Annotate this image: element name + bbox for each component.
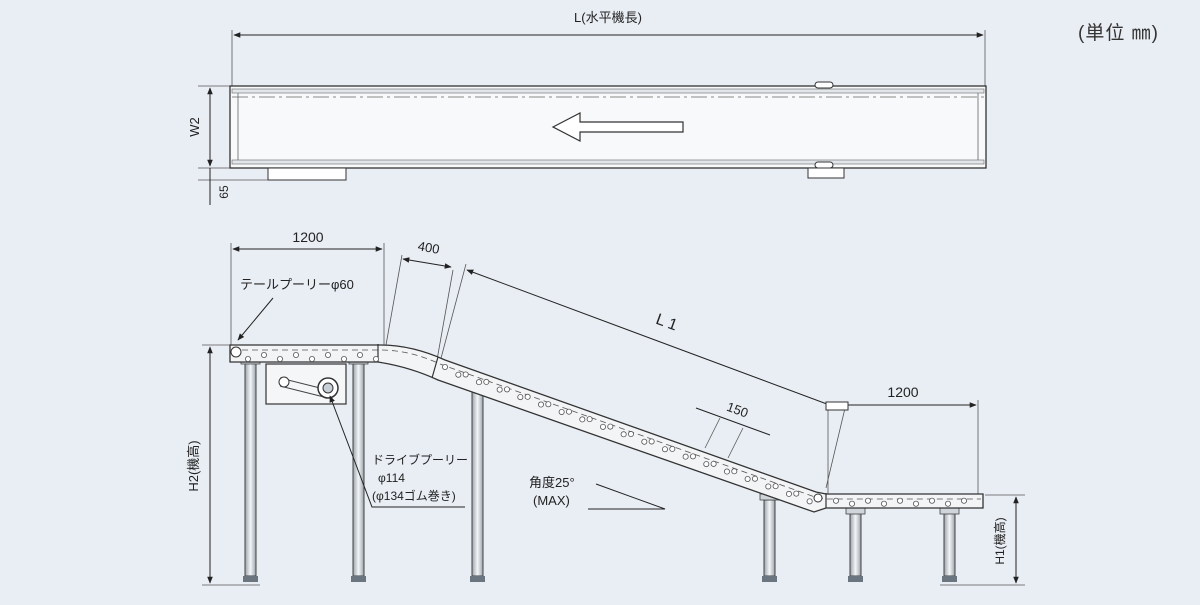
roller-mark <box>565 408 572 415</box>
top-view: L(水平機長) W2 65 <box>187 10 987 205</box>
roller-mark <box>620 431 627 438</box>
roller-mark <box>682 453 689 460</box>
incline-length-dimension <box>466 269 844 411</box>
roller-mark <box>710 460 717 467</box>
roller-mark <box>913 500 920 507</box>
roller-mark <box>276 355 283 362</box>
roller-mark <box>455 371 462 378</box>
roller-marks <box>244 351 968 507</box>
roller-mark <box>945 500 952 507</box>
roller-mark <box>260 351 267 358</box>
left-length-label: 1200 <box>292 229 323 245</box>
incline-length-label: L 1 <box>653 311 679 334</box>
roller-mark <box>751 475 758 482</box>
roller-mark <box>897 497 904 504</box>
tail-pulley-label: テールプーリーφ60 <box>240 277 354 292</box>
roller-mark <box>441 363 448 370</box>
roller-mark <box>340 355 347 362</box>
roller-mark <box>356 351 363 358</box>
roller-mark <box>806 498 813 505</box>
roller-mark <box>772 483 779 490</box>
direction-arrow-icon <box>551 112 684 142</box>
roller-mark <box>661 446 668 453</box>
h2-label: H2(機高) <box>186 440 201 491</box>
angle-label-2: (MAX) <box>533 493 570 508</box>
drive-pulley-label-2: φ114 <box>378 471 405 485</box>
pitch-label: 150 <box>725 399 751 421</box>
roller-mark <box>503 386 510 393</box>
right-length-label: 1200 <box>887 384 918 400</box>
unit-label: (単位 ㎜) <box>1078 23 1159 44</box>
roller-mark <box>929 497 936 504</box>
roller-mark <box>744 475 751 482</box>
roller-mark <box>599 423 606 430</box>
roller-mark <box>496 386 503 393</box>
angle-label-1: 角度25° <box>529 475 575 490</box>
roller-mark <box>292 351 299 358</box>
side-view: 1200 400 L 1 150 1200 H2( <box>186 229 1025 586</box>
drive-unit <box>265 363 347 405</box>
roller-mark <box>524 393 531 400</box>
roller-mark <box>669 445 676 452</box>
roller-mark <box>703 461 710 468</box>
roller-mark <box>849 500 856 507</box>
roller-mark <box>648 438 655 445</box>
offset-label: 65 <box>217 185 231 199</box>
roller-mark <box>865 497 872 504</box>
roller-mark <box>586 416 593 423</box>
roller-mark <box>765 483 772 490</box>
roller-mark <box>607 423 614 430</box>
roller-mark <box>881 500 888 507</box>
h1-label: H1(機高) <box>992 517 1007 564</box>
drive-pulley-label-1: ドライブプーリー <box>372 452 468 467</box>
length-label: L(水平機長) <box>574 10 642 25</box>
conveyor-frame <box>229 344 984 513</box>
transition-dimension <box>402 257 452 269</box>
roller-mark <box>537 401 544 408</box>
roller-mark <box>372 355 379 362</box>
roller-mark <box>785 490 792 497</box>
roller-mark <box>517 394 524 401</box>
roller-mark <box>462 371 469 378</box>
angle-indicator <box>588 483 666 510</box>
transition-label: 400 <box>417 238 441 257</box>
drive-pulley-label-3: (φ134ゴム巻き) <box>372 488 456 503</box>
roller-mark <box>558 408 565 415</box>
roller-mark <box>793 490 800 497</box>
roller-mark <box>545 401 552 408</box>
roller-mark <box>579 416 586 423</box>
support-legs <box>240 357 960 582</box>
width-label: W2 <box>187 117 202 137</box>
roller-mark <box>689 453 696 460</box>
roller-mark <box>308 355 315 362</box>
roller-mark <box>324 351 331 358</box>
roller-mark <box>475 379 482 386</box>
roller-mark <box>833 497 840 504</box>
roller-mark <box>483 378 490 385</box>
roller-mark <box>731 468 738 475</box>
roller-mark <box>641 438 648 445</box>
roller-mark <box>627 431 634 438</box>
roller-mark <box>723 468 730 475</box>
roller-mark <box>244 355 251 362</box>
roller-mark <box>961 497 968 504</box>
